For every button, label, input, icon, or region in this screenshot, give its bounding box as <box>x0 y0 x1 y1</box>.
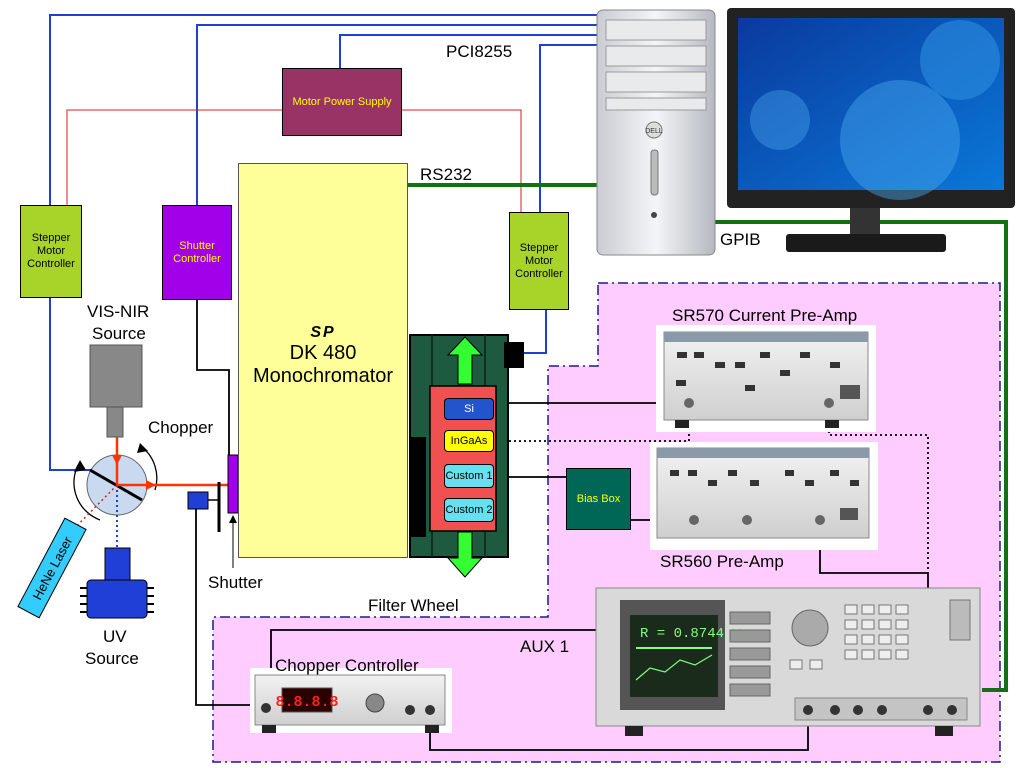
shutter-controller: Shutter Controller <box>162 205 232 300</box>
chopper-readout: 8.8.8.8 <box>275 694 338 711</box>
stepper-motor-controller-left: Stepper Motor Controller <box>20 205 82 298</box>
chopper-controller-instrument: 8.8.8.8 <box>250 668 452 733</box>
shutter-controller-line1: Shutter <box>179 239 215 252</box>
detector-si: Si <box>444 398 494 420</box>
stepper-motor-controller-right: Stepper Motor Controller <box>509 212 569 310</box>
stepper-right-line2: Motor <box>524 254 554 267</box>
connector-dots <box>684 398 834 525</box>
filter-wheel-label: Filter Wheel <box>368 596 459 615</box>
detector-ingaas-label: InGaAs <box>450 434 488 447</box>
motor-power-supply-label: Motor Power Supply <box>292 95 392 108</box>
aux1-label: AUX 1 <box>520 637 570 656</box>
vis-nir-label-1: VIS-NIR <box>87 302 150 321</box>
uv-lamp <box>80 547 154 619</box>
bias-box-label: Bias Box <box>576 492 621 505</box>
mono-type: Monochromator <box>252 365 394 387</box>
sr560-label: SR560 Pre-Amp <box>660 552 784 571</box>
monochromator-exit <box>409 334 524 578</box>
sr570-label: SR570 Current Pre-Amp <box>672 306 858 325</box>
pci-label: PCI8255 <box>446 42 513 61</box>
sr570-instrument <box>656 325 876 432</box>
optics <box>57 344 239 568</box>
stepper-left-line3: Controller <box>27 258 75 270</box>
mono-brand: SP <box>310 324 336 341</box>
sr560-instrument <box>650 442 878 550</box>
stepper-left-line2: Motor <box>36 245 66 257</box>
stepper-left-line1: Stepper <box>31 232 71 244</box>
bias-box: Bias Box <box>566 468 631 530</box>
vis-nir-label-2: Source <box>92 324 146 343</box>
shutter-controller-line2: Controller <box>173 252 221 265</box>
gpib-label: GPIB <box>720 230 761 249</box>
svg-text:DELL: DELL <box>645 128 663 135</box>
stepper-right-line3: Controller <box>515 267 563 280</box>
monitor <box>727 8 1015 252</box>
shutter-label: Shutter <box>208 573 263 592</box>
stepper-right-line1: Stepper <box>519 241 559 254</box>
rs232-label: RS232 <box>420 165 472 184</box>
uv-label-1: UV <box>103 627 127 646</box>
uv-label-2: Source <box>85 649 139 668</box>
detector-custom1: Custom 1 <box>444 464 494 488</box>
motor-power-supply: Motor Power Supply <box>282 68 402 136</box>
detector-custom2: Custom 2 <box>444 498 494 522</box>
hene-laser: HeNe Laser <box>17 517 87 619</box>
detector-si-label: Si <box>464 402 474 415</box>
dotted-wires <box>494 406 929 573</box>
monochromator: SP DK 480 Monochromator <box>238 163 408 558</box>
chopper-label: Chopper <box>148 418 214 437</box>
lockin-readout: R = 0.8744 V <box>640 626 741 642</box>
detector-custom1-label: Custom 1 <box>445 469 493 482</box>
lockin-instrument: R = 0.8744 V <box>595 587 981 736</box>
mono-model: DK 480 <box>289 342 357 364</box>
chopper-controller-label: Chopper Controller <box>275 656 419 675</box>
computer-tower: DELL <box>596 9 716 256</box>
blue-wires <box>49 14 600 471</box>
red-wires <box>66 109 522 212</box>
detector-ingaas: InGaAs <box>444 430 494 452</box>
detector-custom2-label: Custom 2 <box>445 503 493 516</box>
